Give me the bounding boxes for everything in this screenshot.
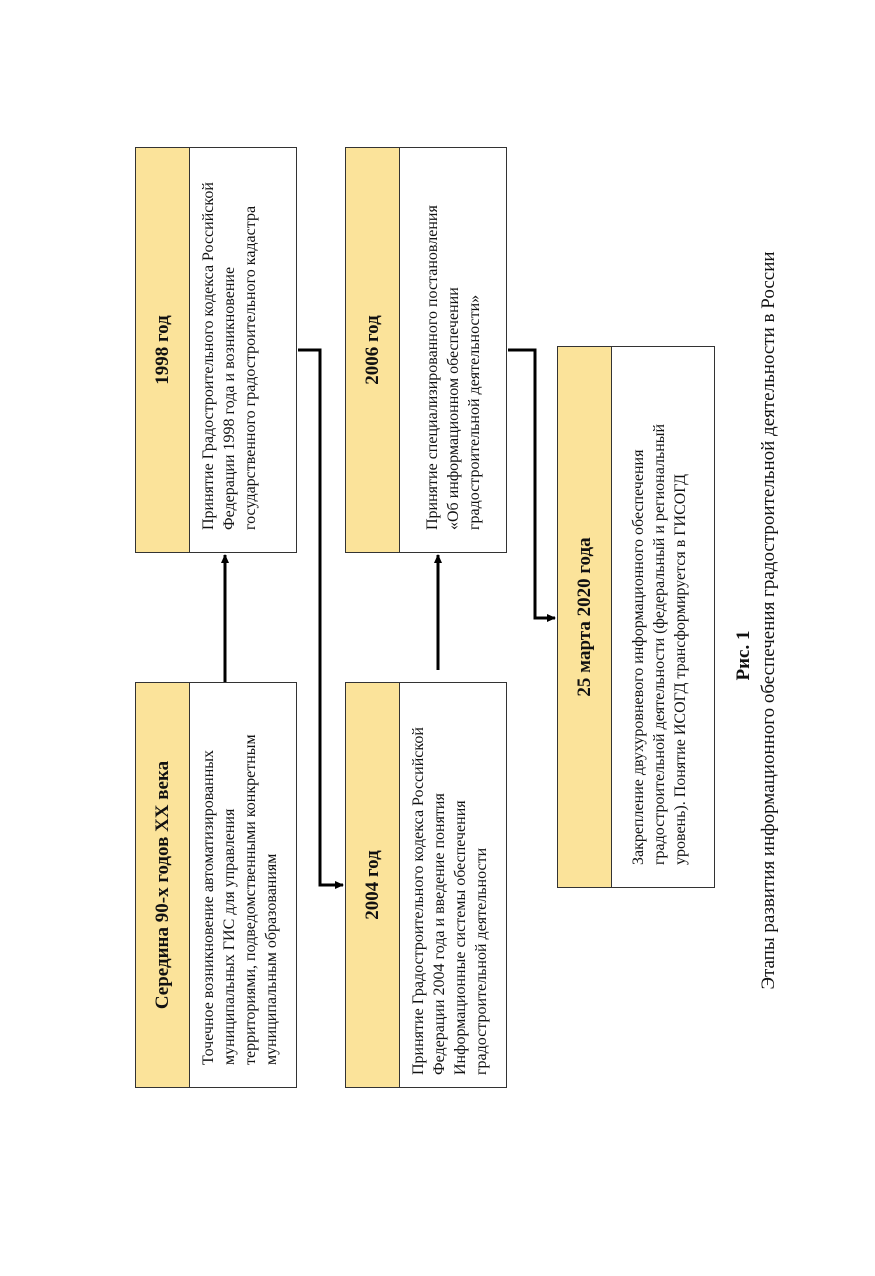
stage-box-1998: 1998 год Принятие Градостроительного код… [135, 147, 297, 553]
figure-caption: Этапы развития информационного обеспечен… [758, 251, 779, 990]
stage-title: 1998 год [136, 148, 190, 552]
stage-title: Середина 90-х годов XX века [136, 683, 190, 1087]
text-line: муниципальным образованиям [263, 853, 280, 1065]
text-line: Точечное возникновение автоматизированны… [200, 749, 217, 1065]
text-line: государственного градостроительного када… [242, 205, 259, 530]
stage-box-mid-90s: Середина 90-х годов XX века Точечное воз… [135, 682, 297, 1088]
stage-box-2020: 25 марта 2020 года Закрепление двухуровн… [557, 346, 715, 888]
arrow-2006-to-2020 [508, 348, 556, 622]
text-line: градостроительной деятельности» [466, 294, 483, 530]
text-line: муниципальных ГИС для управления [221, 808, 238, 1065]
stage-box-2004: 2004 год Принятие Градостроительного код… [345, 682, 507, 1088]
text-line: Принятие специализированного постановлен… [424, 205, 441, 530]
text-line: «Об информационном обеспечении [445, 287, 462, 530]
stage-description: Закрепление двухуровневого информационно… [612, 347, 691, 887]
stage-title: 25 марта 2020 года [558, 347, 612, 887]
stage-description: Принятие Градостроительного кодекса Росс… [400, 683, 492, 1087]
text-line: Информационные системы обеспечения [452, 800, 469, 1075]
stage-title: 2004 год [346, 683, 400, 1087]
text-line: территориями, подведомственными конкретн… [242, 734, 259, 1065]
stage-title: 2006 год [346, 148, 400, 552]
stage-description: Точечное возникновение автоматизированны… [190, 683, 282, 1087]
arrow-1998-to-2004 [298, 348, 344, 889]
diagram: Середина 90-х годов XX века Точечное воз… [135, 147, 779, 1088]
stage-description: Принятие специализированного постановлен… [400, 148, 485, 552]
text-line: Принятие Градостроительного кодекса Росс… [410, 727, 427, 1075]
arrows [221, 348, 556, 889]
text-line: Закрепление двухуровневого информационно… [630, 449, 647, 865]
figure-label: Рис. 1 [733, 630, 754, 681]
text-line: градостроительной деятельности [473, 847, 490, 1075]
stage-box-2006: 2006 год Принятие специализированного по… [345, 147, 507, 553]
stage-description: Принятие Градостроительного кодекса Росс… [190, 148, 261, 552]
text-line: градостроительной деятельности (федераль… [651, 423, 668, 865]
text-line: Федерации 2004 года и введение понятия [431, 793, 448, 1075]
text-line: Принятие Градостроительного кодекса Росс… [200, 182, 217, 530]
text-line: Федерации 1998 года и возникновение [221, 266, 238, 530]
text-line: уровень). Понятие ИСОГД трансформируется… [672, 473, 689, 865]
